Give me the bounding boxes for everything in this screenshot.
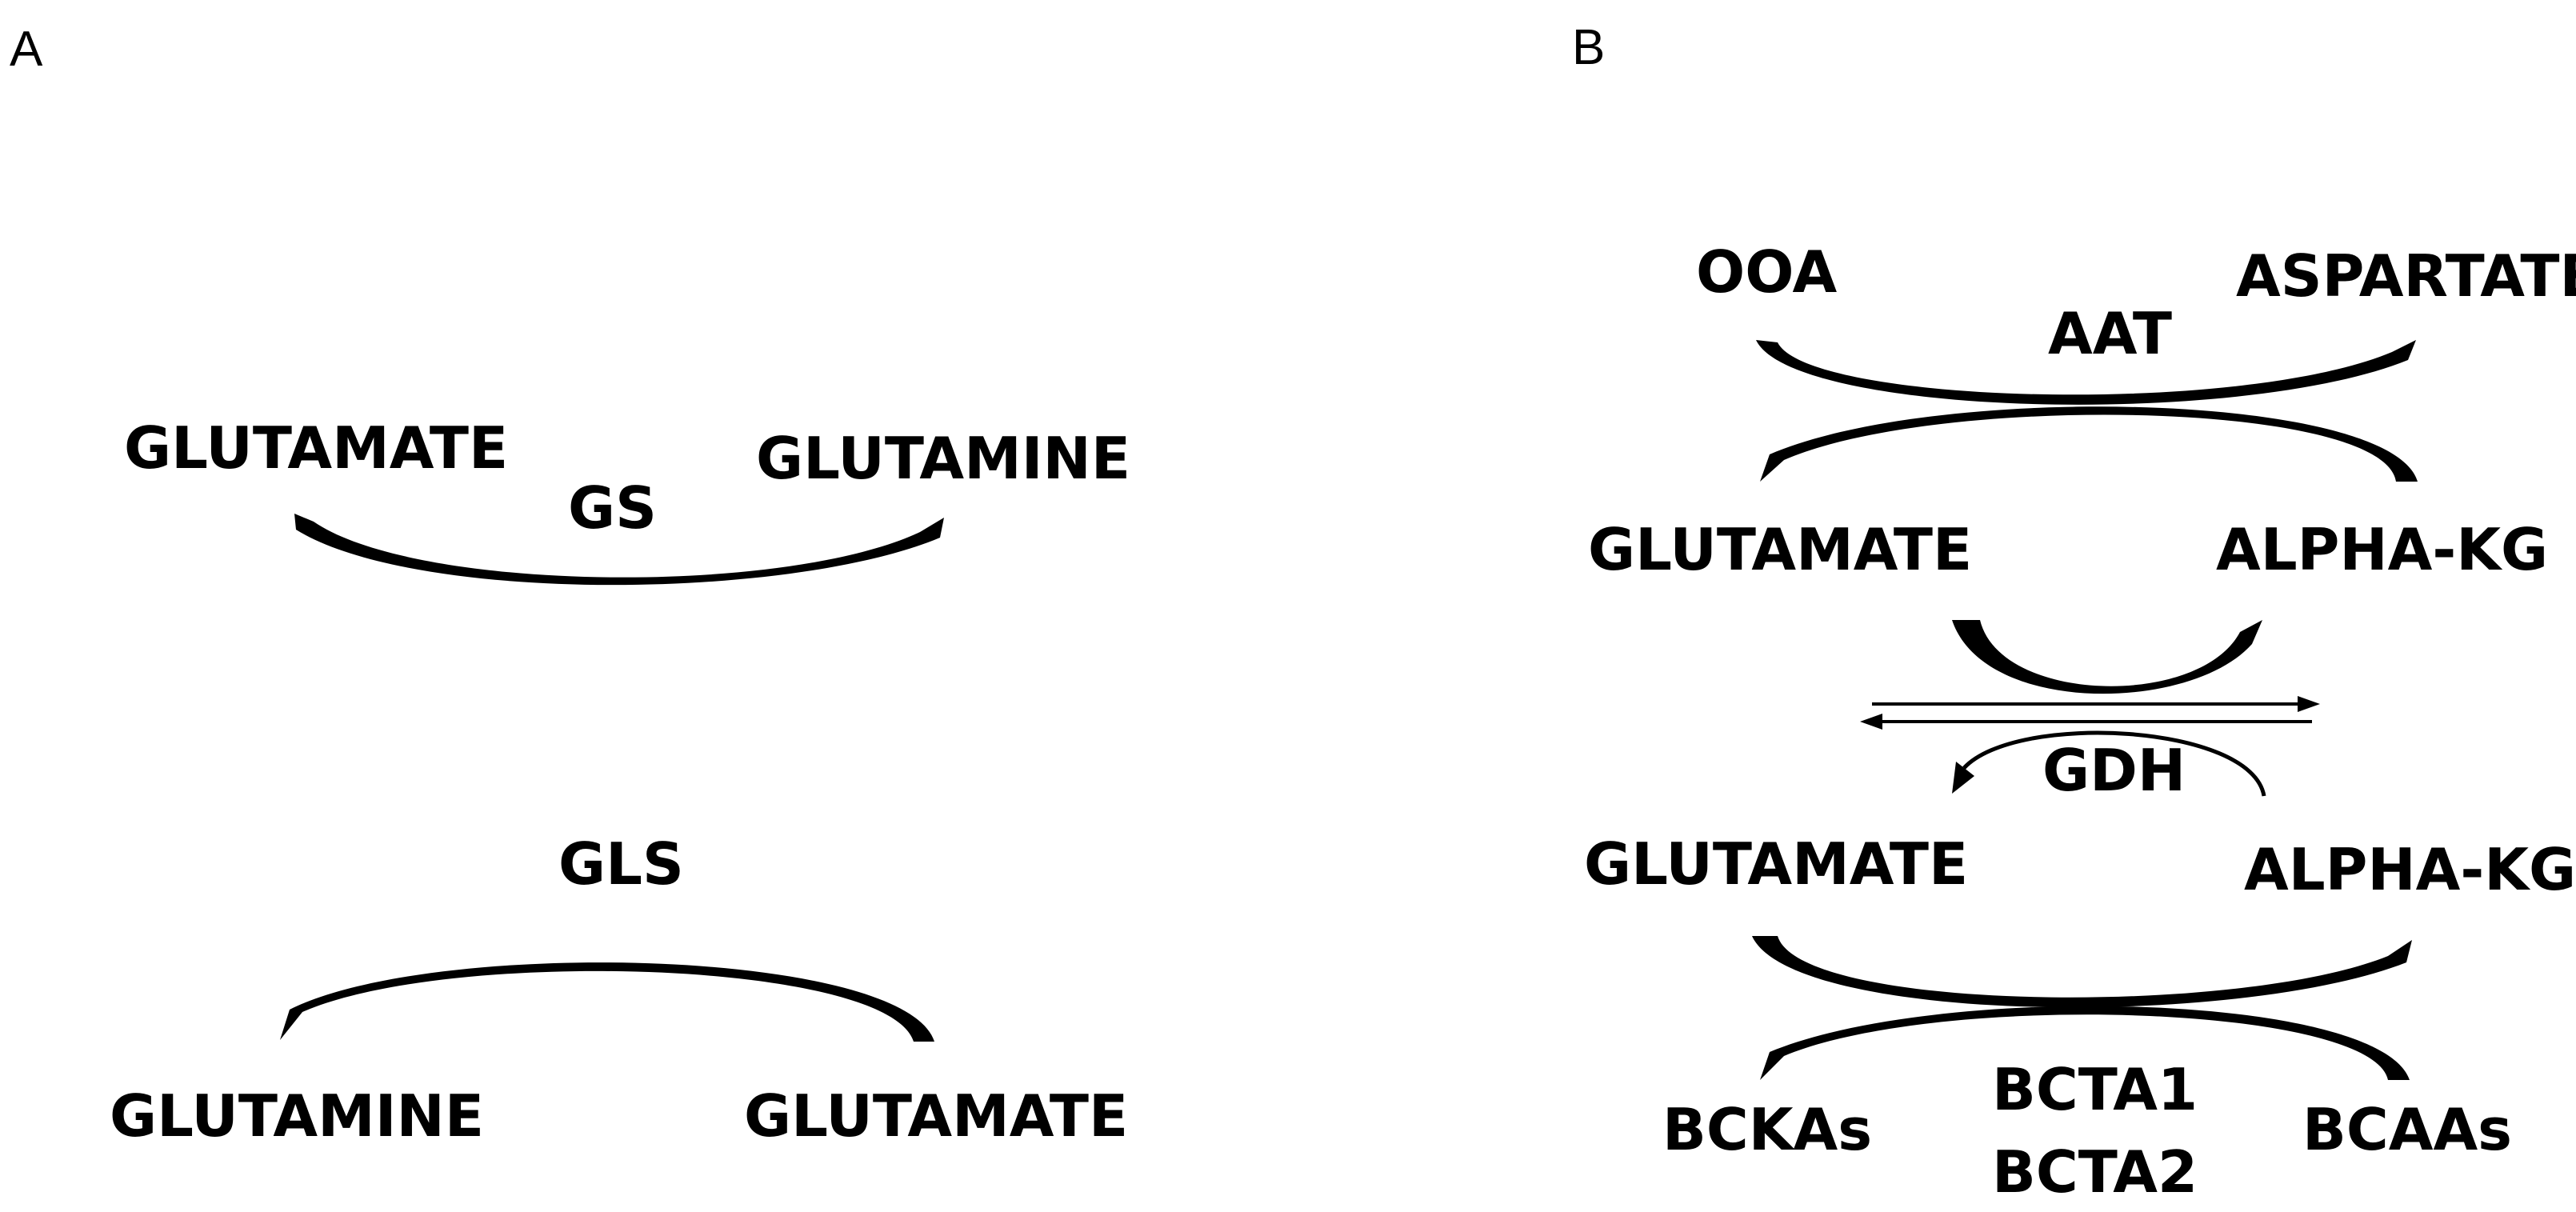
- bckas-label: BCKAs: [1662, 1096, 1872, 1163]
- bcat-reaction: BCKAs BCAAs BCTA1 BCTA2: [1662, 936, 2512, 1206]
- aspartate-label: ASPARTATE: [2236, 242, 2576, 310]
- gdh-reverse-arc-head: [1952, 762, 1974, 794]
- panel-b-label: B: [1572, 20, 1605, 75]
- alpha-kg-to-glutamate-arrow: [1760, 406, 2418, 482]
- gdh-enzyme-label: GDH: [2042, 737, 2186, 804]
- gdh-glutamate-label: GLUTAMATE: [1584, 830, 1968, 898]
- aat-alpha-kg-label: ALPHA-KG: [2216, 516, 2548, 583]
- panel-b: B OOA ASPARTATE AAT GLUTAMATE ALPHA-KG: [1572, 20, 2576, 1206]
- gs-arc-arrow: [294, 514, 944, 586]
- gls-reaction: GLS GLUTAMINE GLUTAMATE: [110, 830, 1128, 1150]
- gdh-forward-arc-arrow: [1952, 620, 2262, 694]
- gs-reaction: GLUTAMATE GLUTAMINE GS: [124, 414, 1130, 586]
- aat-reaction: OOA ASPARTATE AAT GLUTAMATE ALPHA-KG: [1588, 238, 2576, 583]
- bcaas-label: BCAAs: [2302, 1096, 2512, 1163]
- panel-a: A GLUTAMATE GLUTAMINE GS GLS GLUTAMINE G…: [10, 22, 1130, 1150]
- glutamate-to-alpha-kg-arrow: [1752, 936, 2412, 1008]
- gs-substrate-glutamate-label: GLUTAMATE: [124, 414, 508, 482]
- gdh-reverse-arc: [1962, 730, 2266, 797]
- aat-enzyme-label: AAT: [2048, 300, 2172, 367]
- gs-product-glutamine-label: GLUTAMINE: [756, 425, 1130, 492]
- bcta1-enzyme-label: BCTA1: [1992, 1056, 2198, 1123]
- gls-enzyme-label: GLS: [558, 830, 684, 898]
- bcta2-enzyme-label: BCTA2: [1992, 1138, 2198, 1206]
- gls-product-glutamine-label: GLUTAMINE: [110, 1082, 484, 1150]
- panel-a-label: A: [10, 22, 43, 77]
- gdh-right-arrowhead: [2298, 696, 2320, 712]
- gdh-reaction: GDH GLUTAMATE ALPHA-KG: [1584, 620, 2576, 903]
- ooa-to-aspartate-arrow: [1756, 340, 2416, 405]
- aat-glutamate-label: GLUTAMATE: [1588, 516, 1972, 583]
- gs-enzyme-label: GS: [568, 474, 657, 542]
- gdh-left-arrowhead: [1860, 714, 1882, 730]
- gdh-alpha-kg-label: ALPHA-KG: [2244, 836, 2576, 903]
- gls-arc-arrow: [280, 962, 934, 1042]
- ooa-label: OOA: [1696, 238, 1837, 306]
- gls-substrate-glutamate-label: GLUTAMATE: [744, 1082, 1128, 1150]
